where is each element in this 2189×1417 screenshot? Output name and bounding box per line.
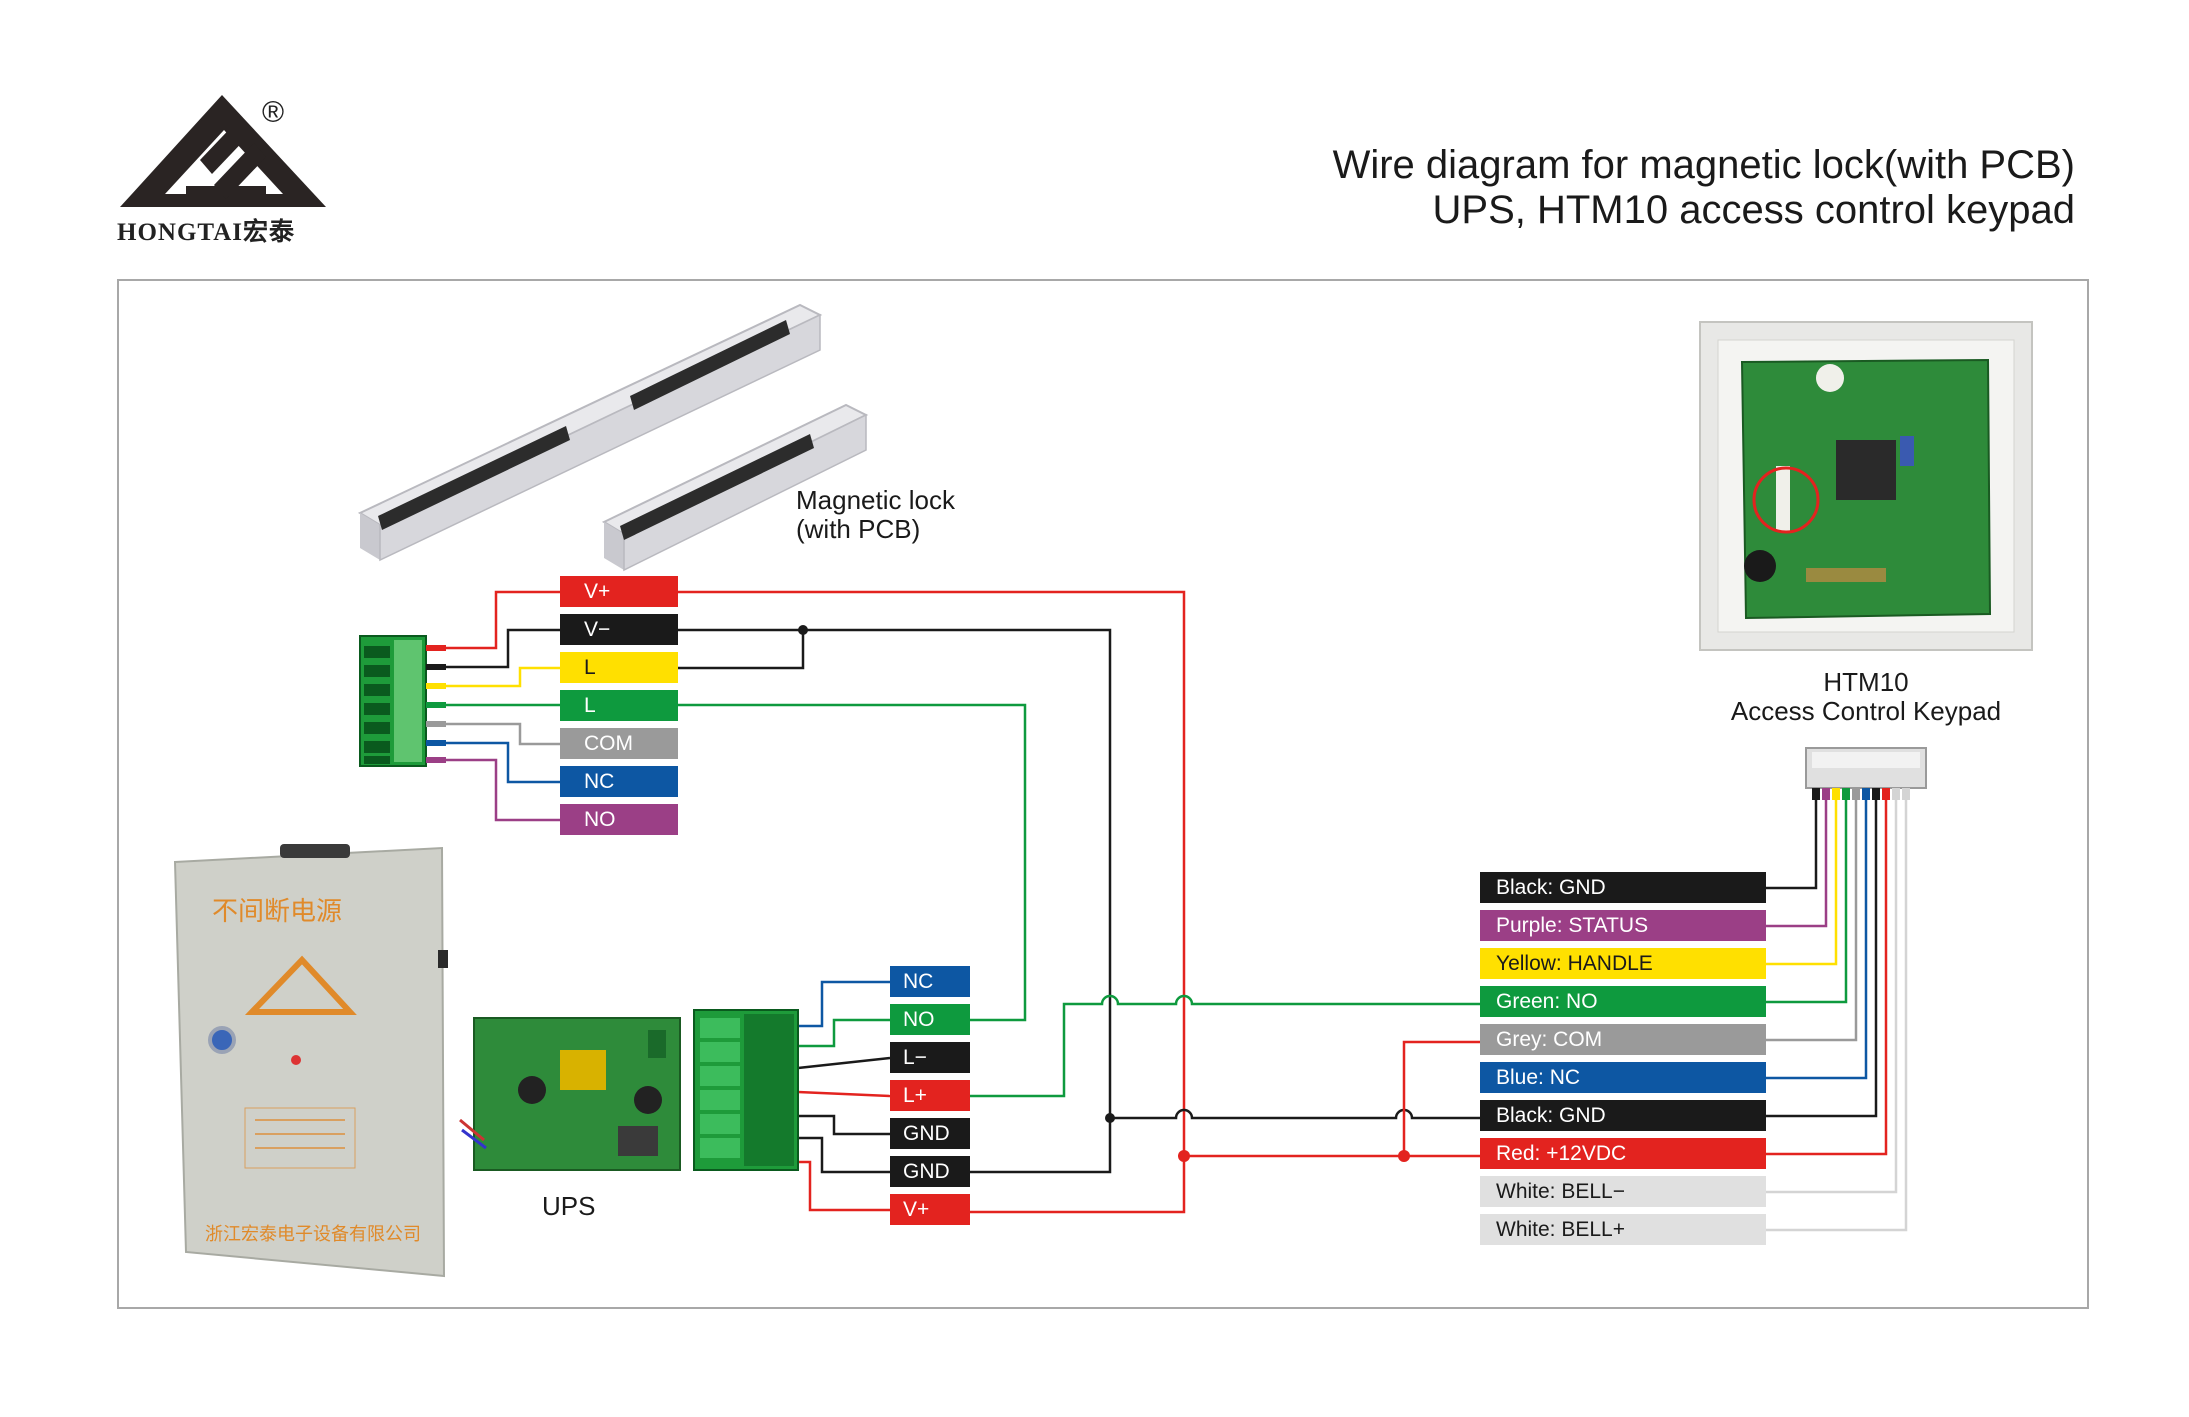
diagram-frame [117,279,2089,1309]
htm10-keypad-image [1699,321,2033,651]
keypad-tag-purple-status: Purple: STATUS [1480,910,1766,941]
ups-tag-vplus: V+ [890,1194,970,1225]
maglock-tag-nc: NC [560,766,678,797]
ups-tag-gnd-1: GND [890,1118,970,1149]
maglock-tag-com: COM [560,728,678,759]
maglock-label-line2: (with PCB) [796,514,921,544]
keypad-wires [1766,788,1908,1232]
keypad-tag-white-bell-plus: White: BELL+ [1480,1214,1766,1245]
ups-label: UPS [542,1191,596,1221]
ups-tag-lminus: L− [890,1042,970,1073]
keypad-tag-grey-com: Grey: COM [1480,1024,1766,1055]
brand-name: HONGTAI宏泰 [117,219,295,246]
maglock-terminal-leads [426,645,446,763]
diagram-title-line2: UPS, HTM10 access control keypad [1432,188,2075,232]
maglock-tag-vplus: V+ [560,576,678,607]
keypad-tag-black-gnd-2: Black: GND [1480,1100,1766,1131]
ups-tag-no: NO [890,1004,970,1035]
maglock-tag-l-yellow: L [560,652,678,683]
ups-tag-wires [797,980,891,1212]
keypad-tag-white-bell-minus: White: BELL− [1480,1176,1766,1207]
maglock-terminal-block [359,635,427,767]
ups-enclosure-image [173,844,448,1278]
ups-tag-lplus: L+ [890,1080,970,1111]
hongtai-logo-icon [120,95,326,207]
ups-box-title: 不间断电源 [212,897,342,927]
registered-mark: ® [262,96,285,129]
keypad-tag-red-12vdc: Red: +12VDC [1480,1138,1766,1169]
main-wires [678,590,1480,1214]
ups-box-company: 浙江宏泰电子设备有限公司 [205,1224,421,1245]
ups-tag-nc: NC [890,966,970,997]
keypad-tag-yellow-handle: Yellow: HANDLE [1480,948,1766,979]
keypad-label-line2: Access Control Keypad [1730,696,2002,726]
diagram-title-line1: Wire diagram for magnetic lock(with PCB) [1332,143,2075,187]
maglock-tag-l-green: L [560,690,678,721]
keypad-label-line1: HTM10 [1823,667,1909,697]
wire-junctions [798,625,1410,1162]
maglock-tag-no: NO [560,804,678,835]
ups-tag-gnd-2: GND [890,1156,970,1187]
keypad-connector-pins [1812,788,1910,800]
magnetic-lock-image [357,303,869,572]
maglock-tag-wires [446,590,560,822]
maglock-label-line1: Magnetic lock [796,485,955,515]
keypad-tag-blue-nc: Blue: NC [1480,1062,1766,1093]
ups-terminal-block [693,1009,799,1171]
keypad-connector [1805,747,1927,789]
ups-pcb-image [459,1017,681,1171]
keypad-tag-black-gnd-1: Black: GND [1480,872,1766,903]
keypad-tag-green-no: Green: NO [1480,986,1766,1017]
maglock-tag-vminus: V− [560,614,678,645]
